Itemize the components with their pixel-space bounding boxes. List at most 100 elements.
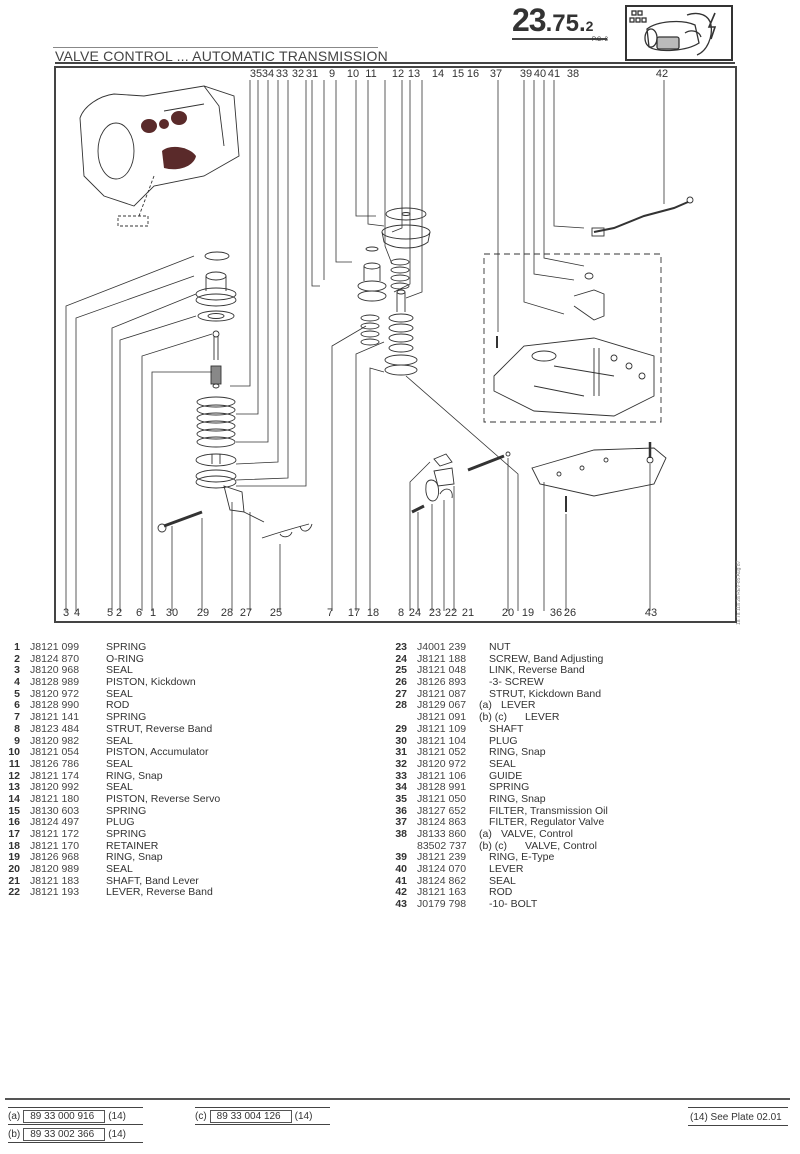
bottom-rule (5, 1098, 790, 1100)
part-code: J8124 863 (417, 816, 467, 829)
part-number: 6 (14, 699, 20, 712)
callout-14: 14 (431, 68, 445, 80)
part-number: 18 (8, 839, 20, 852)
part-number: 2 (14, 652, 20, 665)
part-code: J8128 989 (30, 676, 80, 689)
revision-note: 1a 7a 11a 2a REV-85 Aug 87 (736, 560, 742, 625)
part-qualifier: (b) (c) (479, 839, 507, 852)
reference-key: (c) (195, 1111, 207, 1122)
part-code: J8121 050 (417, 792, 467, 805)
part-number: 3 (14, 664, 20, 677)
part-number: 25 (395, 664, 407, 677)
callout-28: 28 (220, 607, 234, 619)
part-number: 23 (395, 641, 407, 653)
part-code: J8121 163 (417, 886, 467, 899)
part-number: 10 (8, 746, 20, 759)
part-code: J8121 193 (30, 886, 80, 899)
exploded-diagram (65, 80, 694, 611)
part-description: SPRING (106, 828, 147, 840)
spring-coils (196, 396, 236, 448)
part-description: LEVER (489, 863, 524, 876)
ref-rule (8, 1124, 143, 1125)
callout-8: 8 (397, 607, 405, 619)
transmission-overview-illustration (79, 85, 240, 227)
part-code: J8121 170 (30, 839, 80, 852)
part-description: RING, Snap (489, 746, 546, 759)
part-description: -10- BOLT (489, 898, 538, 911)
part-description: SHAFT, Band Lever (106, 874, 199, 887)
part-description: ROD (106, 699, 130, 712)
callout-26: 26 (563, 607, 577, 619)
exploded-diagram-frame (54, 66, 737, 623)
reference-number: 89 33 002 366 (23, 1128, 106, 1141)
callout-4: 4 (73, 607, 81, 619)
page-number-sub: .75. (545, 10, 586, 37)
part-description: SHAFT (489, 722, 524, 735)
part-number: 5 (14, 687, 20, 700)
part-number: 27 (395, 687, 407, 700)
callout-16: 16 (466, 68, 480, 80)
control-rod (591, 196, 694, 237)
callout-43: 43 (644, 607, 658, 619)
part-code: J8120 972 (417, 757, 467, 770)
callout-20: 20 (501, 607, 515, 619)
part-description: SEAL (489, 757, 516, 770)
part-description: RETAINER (106, 839, 159, 852)
part-row: 83502 737(b) (c)VALVE, Control (395, 839, 608, 853)
part-code: J8133 860 (417, 828, 467, 840)
part-description: LINK, Reverse Band (489, 664, 585, 677)
part-code: J0179 798 (417, 898, 467, 911)
part-description: FILTER, Regulator Valve (489, 816, 605, 829)
part-description: NUT (489, 641, 511, 653)
callout-18: 18 (366, 607, 380, 619)
ref-rule (195, 1107, 330, 1108)
part-description: -3- SCREW (489, 676, 544, 689)
part-number: 24 (395, 652, 407, 665)
part-number: 40 (395, 863, 407, 876)
ref-rule (8, 1142, 143, 1143)
part-number: 43 (395, 898, 407, 911)
part-qualifier: (b) (c) (479, 711, 507, 724)
callout-30: 30 (165, 607, 179, 619)
part-code: J8121 091 (417, 711, 467, 724)
reference-note: (14) (108, 1111, 126, 1122)
part-number: 11 (8, 757, 20, 770)
part-code: J8121 180 (30, 792, 80, 805)
part-description: SCREW, Band Adjusting (489, 652, 604, 665)
part-description: STRUT, Kickdown Band (489, 687, 602, 700)
part-code: J8121 054 (30, 746, 80, 759)
callout-27: 27 (239, 607, 253, 619)
part-number: 20 (8, 863, 20, 876)
part-code: J8121 239 (417, 851, 467, 864)
callout-1: 1 (149, 607, 157, 619)
part-description: RING, Snap (106, 851, 163, 864)
callout-34: 34 (261, 68, 275, 80)
part-number: 36 (395, 804, 407, 817)
part-description: SEAL (106, 664, 133, 677)
callout-25: 25 (269, 607, 283, 619)
valve-body-illustration (493, 272, 655, 417)
callout-6: 6 (135, 607, 143, 619)
part-code: J8124 497 (30, 816, 80, 829)
callout-7: 7 (326, 607, 334, 619)
